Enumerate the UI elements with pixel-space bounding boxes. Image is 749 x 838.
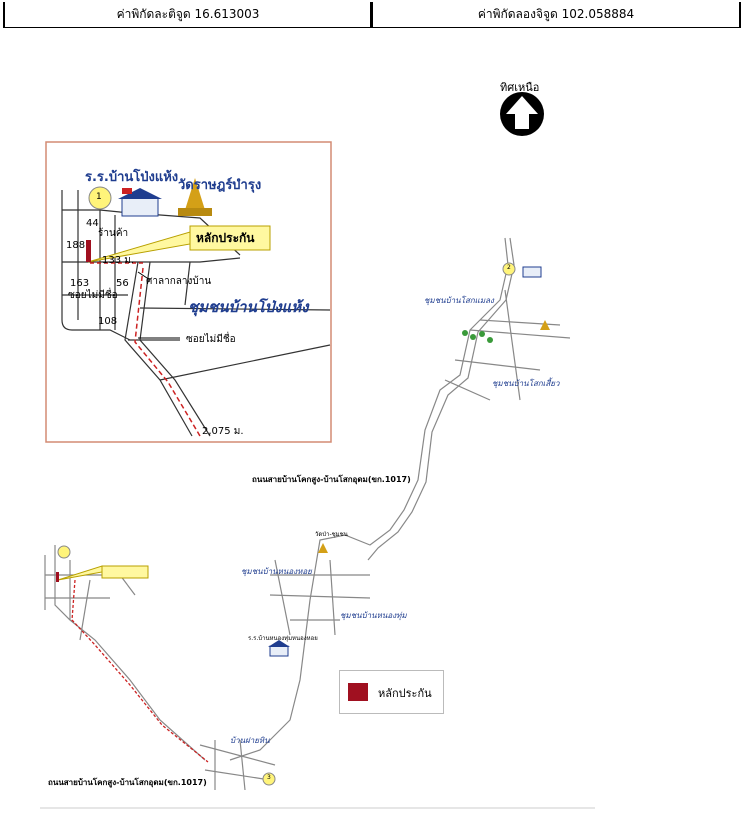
school-icon-small-2 [522, 266, 542, 278]
school-icon-small [268, 640, 290, 657]
inset-num-1: 1 [96, 192, 102, 202]
road-main-label: ถนนสายบ้านโคกสูง-บ้านโสกอุดม(ขก.1017) [252, 475, 411, 484]
coordinate-bar: ค่าพิกัดละติจูด 16.613003 ค่าพิกัดลองจิจ… [0, 0, 749, 30]
main-num-2: 2 [507, 264, 511, 271]
main-callout-pointer [57, 565, 103, 581]
main-num-3: 3 [267, 774, 271, 781]
inset-num-108: 108 [98, 316, 118, 327]
village-bottom-label: บ้านฝายหิน [230, 736, 270, 745]
inset-route [134, 267, 201, 437]
road-bottom-label: ถนนสายบ้านโคกสูง-บ้านโสกอุดม(ขก.1017) [48, 778, 207, 787]
main-point-1 [57, 545, 71, 559]
legend-label: หลักประกัน [378, 687, 432, 700]
temple-icon [178, 178, 212, 216]
inset-shop-label: ร้านค้า [98, 228, 129, 239]
hall-arrow [137, 271, 151, 281]
inset-roads [61, 190, 331, 437]
inset-num-163: 163 [70, 278, 90, 289]
inset-school-label: ร.ร.บ้านโป่งแห้ง [85, 170, 179, 185]
latitude-cell: ค่าพิกัดละติจูด 16.613003 [3, 2, 371, 28]
inset-dist-2075: 2,075 ม. [202, 426, 244, 437]
longitude-cell: ค่าพิกัดลองจิจูด 102.058884 [370, 2, 741, 28]
callout-box [189, 225, 271, 251]
inset-temple-label: วัดราษฎร์บำรุง [178, 178, 262, 193]
inset-num-44: 44 [86, 218, 99, 229]
inset-soi-label-2: ซอยไม่มีชื่อ [186, 334, 236, 345]
inset-num-188: 188 [66, 240, 86, 251]
main-point-2 [502, 262, 516, 276]
inset-community-label: ชุมชนบ้านโป่งแห้ง [188, 298, 309, 316]
compass-label: ทิศเหนือ [500, 81, 540, 94]
legend-swatch [348, 683, 368, 701]
north-arrow-icon [500, 92, 544, 136]
community-mid-1: ชุมชนบ้านหนองหอย [241, 567, 312, 576]
collateral-marker [86, 240, 91, 262]
legend: หลักประกัน [339, 670, 444, 714]
inset-dist-133: 133 ม. [102, 255, 135, 266]
main-route [71, 579, 209, 763]
tree-icons [462, 330, 493, 343]
temple-icon-small-2 [540, 320, 550, 330]
main-point-3 [262, 772, 276, 786]
temple-icon-small [318, 543, 328, 553]
community-mid-2: ชุมชนบ้านหนองทุ่ม [340, 611, 407, 620]
school-mid-label: ร.ร.บ้านหนองทุ่มหนองหอย [248, 635, 318, 642]
community-top-2: ชุมชนบ้านโสกเสี้ยว [492, 379, 560, 388]
main-callout-box [101, 565, 149, 579]
inset-soi-label-1: ซอยไม่มีชื่อ [68, 290, 118, 301]
inset-point-1 [88, 186, 112, 210]
inset-marker-label: หลักประกัน [196, 231, 255, 245]
inset-num-56: 56 [116, 278, 129, 289]
main-roads [44, 237, 571, 791]
inset-hall-label: ศาลากลางบ้าน [146, 276, 212, 287]
community-top-1: ชุมชนบ้านโสกแมลง [424, 296, 494, 305]
school-icon [118, 188, 162, 217]
temple-mid-label: วัดป่า-ชุมชน [315, 531, 348, 538]
main-collateral-marker [56, 572, 59, 582]
